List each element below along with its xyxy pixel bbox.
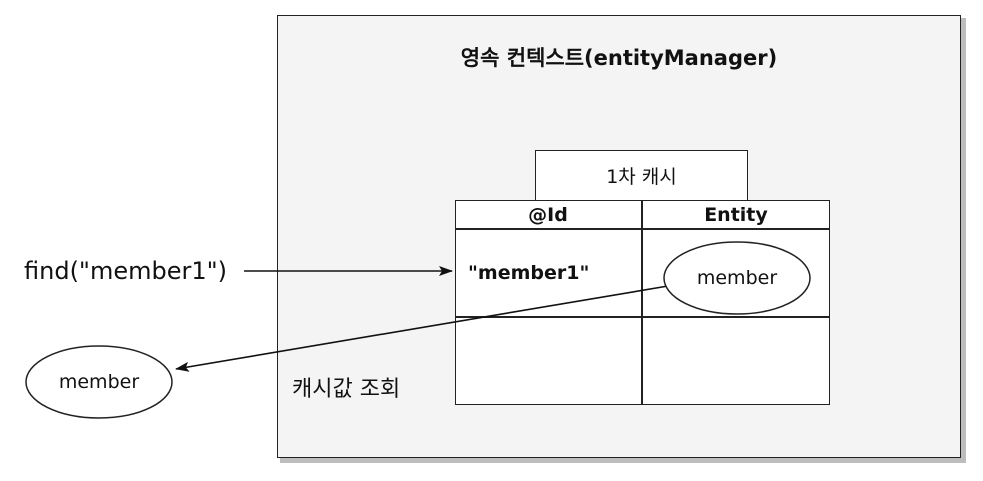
cache-header-divider: [455, 228, 830, 230]
persistence-context-title: 영속 컨텍스트(entityManager): [460, 46, 778, 70]
cache-header-entity: Entity: [704, 203, 768, 226]
return-arrow: [175, 285, 669, 372]
first-level-cache-label-text: 1차 캐시: [606, 166, 677, 188]
cache-row-divider: [455, 316, 830, 318]
returned-entity-label: member: [59, 371, 139, 393]
cache-cell-id: "member1": [468, 262, 590, 284]
find-call-label: find("member1"): [24, 257, 228, 285]
cache-lookup-label: 캐시값 조회: [292, 377, 401, 402]
cached-entity-ellipse: [663, 241, 811, 315]
cache-column-divider: [641, 200, 643, 405]
cache-header-id: @Id: [528, 203, 568, 226]
cached-entity-label: member: [697, 267, 777, 289]
first-level-cache-label: 1차 캐시: [535, 150, 748, 201]
returned-entity-ellipse: [25, 345, 173, 419]
